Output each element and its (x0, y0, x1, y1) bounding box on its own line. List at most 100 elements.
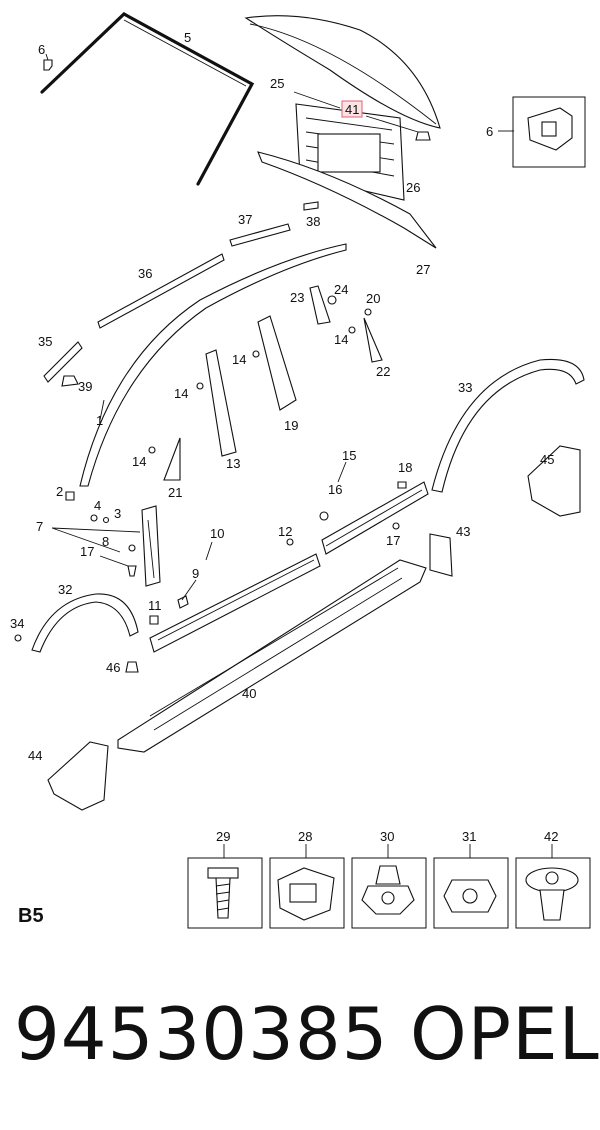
clip-8 (128, 544, 136, 552)
fastener-label-42: 42 (544, 829, 558, 844)
fastener-label-28: 28 (298, 829, 312, 844)
callout-32: 32 (58, 582, 72, 597)
callout-45: 45 (540, 452, 554, 467)
pillar-triangle-22 (363, 317, 383, 363)
clip-4 (90, 514, 98, 522)
screw-14b (196, 382, 204, 390)
callout-37: 37 (238, 212, 252, 227)
rocker-panel (117, 559, 427, 753)
fastener-box-30 (351, 844, 427, 929)
callout-1: 1 (96, 413, 103, 428)
roof-strip-38 (303, 201, 319, 211)
rear-wheel-arch (431, 358, 585, 493)
callout-33: 33 (458, 380, 472, 395)
callout-26: 26 (406, 180, 420, 195)
fastener-label-31: 31 (462, 829, 476, 844)
fastener-label-29: 29 (216, 829, 230, 844)
callout-13: 13 (226, 456, 240, 471)
leader-7 (51, 527, 141, 553)
callout-24: 24 (334, 282, 348, 297)
fastener-box-42 (515, 844, 591, 929)
clip-16 (319, 511, 329, 521)
clip-46 (125, 661, 139, 673)
front-door-molding (149, 553, 321, 653)
clip-34 (14, 634, 22, 642)
windshield-molding (40, 12, 255, 186)
connector-detail-box (512, 96, 586, 168)
callout-46: 46 (106, 660, 120, 675)
clip-12 (286, 538, 294, 546)
callout-15: 15 (342, 448, 356, 463)
bracket-vertical (141, 505, 161, 587)
callout-17a: 17 (80, 544, 94, 559)
leader-lines (45, 53, 419, 601)
clip-11 (149, 615, 159, 625)
callout-14c: 14 (132, 454, 146, 469)
part-number: 94530385 (14, 992, 389, 1076)
clip-18 (397, 481, 407, 489)
roof-strip-36 (97, 253, 225, 329)
callout-44: 44 (28, 748, 42, 763)
callout-10: 10 (210, 526, 224, 541)
screw-24 (327, 295, 337, 305)
screw-14c (148, 446, 156, 454)
clip-2 (65, 491, 75, 501)
callout-16: 16 (328, 482, 342, 497)
callout-6b: 6 (486, 124, 493, 139)
callout-6a: 6 (38, 42, 45, 57)
callout-5: 5 (184, 30, 191, 45)
callout-21: 21 (168, 485, 182, 500)
callout-41: 41 (345, 102, 359, 117)
callout-34: 34 (10, 616, 24, 631)
fastener-box-29 (187, 844, 263, 929)
callout-14a: 14 (232, 352, 246, 367)
callout-18: 18 (398, 460, 412, 475)
callout-9: 9 (192, 566, 199, 581)
callout-2: 2 (56, 484, 63, 499)
callout-40: 40 (242, 686, 256, 701)
callout-3: 3 (114, 506, 121, 521)
roof-molding-main (79, 243, 347, 487)
callout-20: 20 (366, 291, 380, 306)
spoiler-nut (415, 131, 431, 141)
sheet-label: B5 (18, 905, 44, 927)
clip-3 (102, 516, 110, 524)
callout-4: 4 (94, 498, 101, 513)
fastener-box-31 (433, 844, 509, 929)
callout-14d: 14 (334, 332, 348, 347)
screw-14d (348, 326, 356, 334)
callout-12: 12 (278, 524, 292, 539)
roof-strip-37 (229, 223, 291, 247)
tailgate-lower-strip (257, 151, 437, 249)
callout-43: 43 (456, 524, 470, 539)
callout-7: 7 (36, 519, 43, 534)
fastener-label-30: 30 (380, 829, 394, 844)
callout-8: 8 (102, 534, 109, 549)
front-wheel-arch (31, 593, 139, 653)
pillar-applique-13 (205, 349, 237, 457)
callout-35: 35 (38, 334, 52, 349)
clip-17b (392, 522, 400, 530)
rear-door-molding (321, 481, 429, 555)
clip-39 (61, 375, 79, 387)
screw-14a (252, 350, 260, 358)
fastener-box-28 (269, 844, 345, 929)
pillar-triangle-21 (163, 437, 181, 481)
callout-17b: 17 (386, 533, 400, 548)
fastener-box-labels: 29 28 30 31 42 (216, 829, 558, 844)
callout-23: 23 (290, 290, 304, 305)
tailgate-spoiler (244, 15, 441, 129)
callout-11: 11 (148, 598, 162, 613)
front-strip-35 (43, 341, 83, 383)
pillar-piece-23 (309, 285, 331, 325)
rear-mud-flap (527, 445, 581, 517)
callout-19: 19 (284, 418, 298, 433)
callout-27: 27 (416, 262, 430, 277)
callout-38: 38 (306, 214, 320, 229)
windshield-clip (43, 59, 53, 71)
rocker-bracket-43 (429, 533, 453, 577)
front-mud-flap (47, 741, 109, 811)
leader-17a (99, 555, 129, 567)
callout-39: 39 (78, 379, 92, 394)
